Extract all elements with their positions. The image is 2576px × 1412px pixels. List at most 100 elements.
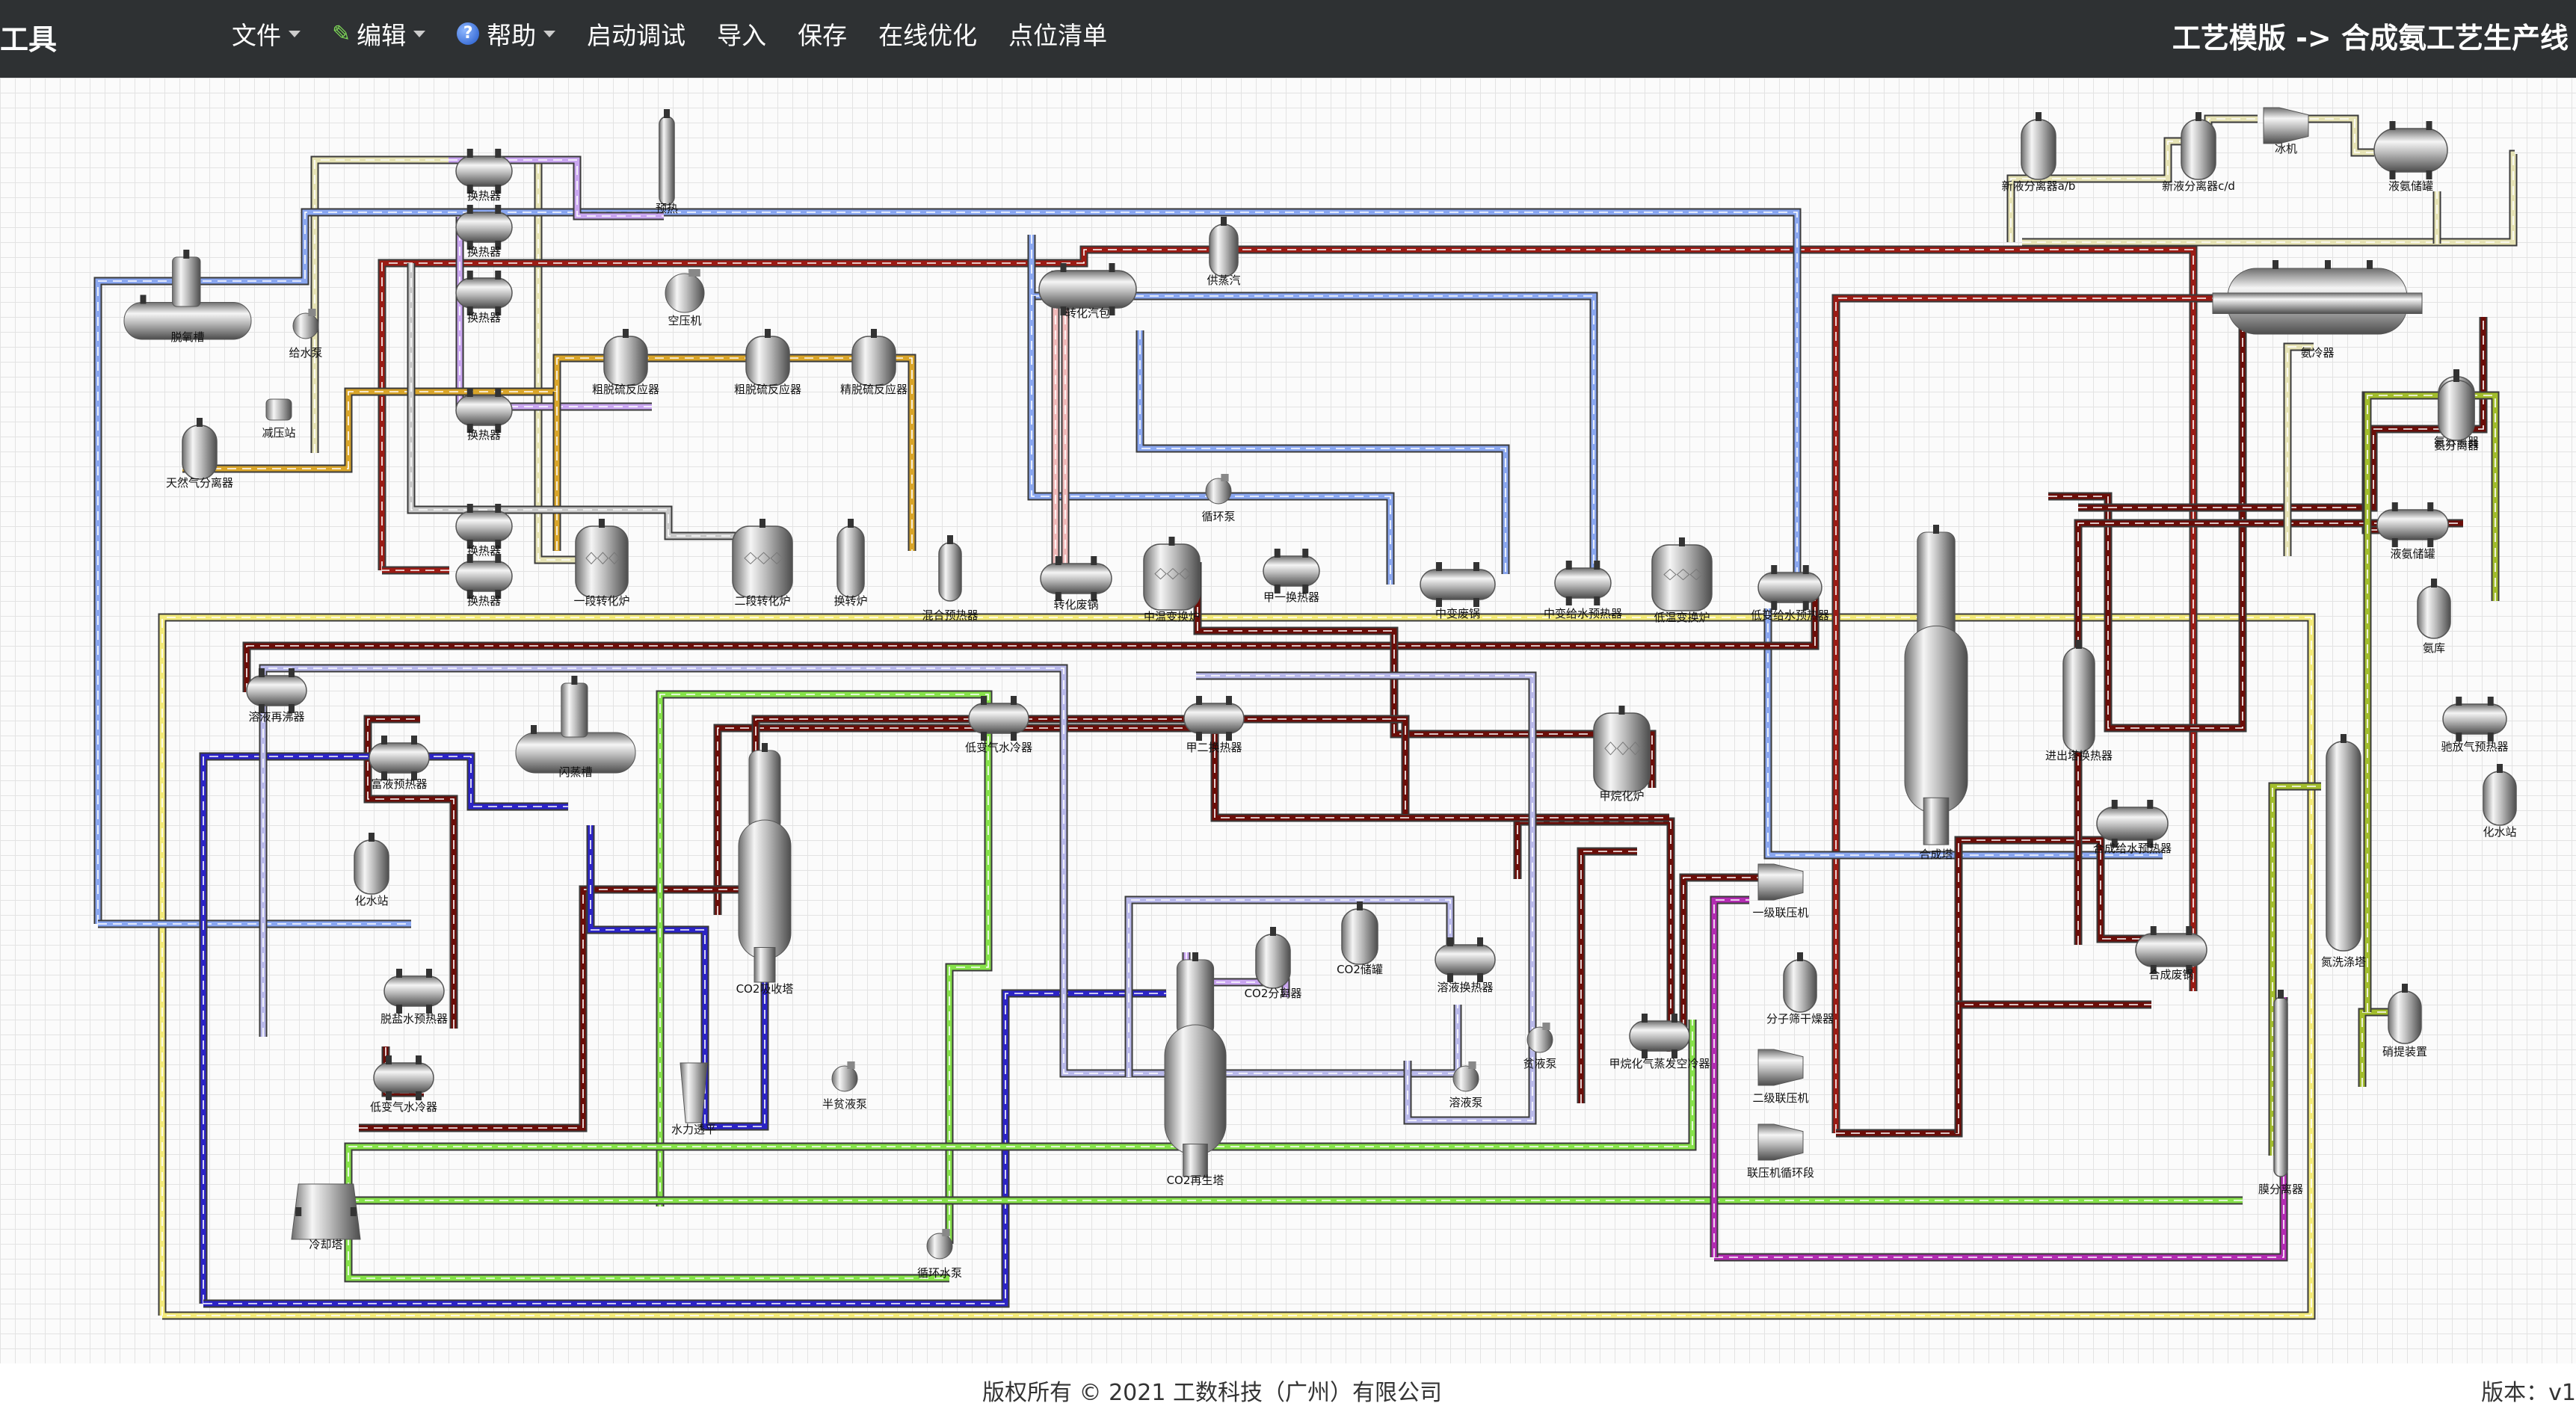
- equipment-htank[interactable]: 液氨储罐: [2373, 121, 2448, 193]
- menu-save[interactable]: 保存: [798, 21, 848, 50]
- equipment-hx[interactable]: 甲烷化气蒸发空冷器: [1609, 1014, 1710, 1070]
- equipment-hx[interactable]: 液氨储罐: [2376, 502, 2449, 561]
- equipment-needle[interactable]: 膜分离器: [2258, 990, 2303, 1196]
- equipment-label: 供蒸汽: [1207, 274, 1240, 287]
- menu-file-label: 文件: [232, 21, 281, 50]
- equipment-vtank[interactable]: 氨分离器: [2434, 373, 2479, 452]
- help-icon: ?: [457, 22, 480, 45]
- equipment-hx[interactable]: 换热器: [455, 271, 513, 324]
- equipment-pump[interactable]: 循环泵: [1201, 474, 1236, 523]
- equipment-hx[interactable]: 转化废锅: [1040, 556, 1112, 611]
- equipment-comp[interactable]: 空压机: [665, 269, 705, 327]
- equipment-compr[interactable]: 冰机: [2263, 107, 2309, 155]
- equipment-pump[interactable]: 循环水泵: [917, 1229, 962, 1280]
- pipe-line[interactable]: [345, 1206, 949, 1281]
- equipment-hx[interactable]: 低变气水冷器: [965, 696, 1032, 754]
- equipment-pump[interactable]: 溶液泵: [1449, 1061, 1483, 1109]
- equipment-cat[interactable]: 二段转化炉: [732, 519, 793, 608]
- equipment-bigdrum[interactable]: 氨冷器: [2212, 260, 2423, 360]
- equipment-pump[interactable]: 贫液泵: [1523, 1023, 1557, 1070]
- equipment-compr[interactable]: 二级联压机: [1752, 1049, 1809, 1105]
- pump-body: [831, 1065, 858, 1092]
- equipment-small[interactable]: 减压站: [262, 398, 296, 440]
- equipment-hx[interactable]: 中变给水预热器: [1544, 561, 1622, 620]
- equipment-hx[interactable]: 甲一换热器: [1263, 549, 1320, 604]
- pipe-line[interactable]: [2078, 317, 2486, 511]
- pipe-line[interactable]: [1515, 818, 1674, 1052]
- equipment-hx[interactable]: 低变给水预热器: [1751, 565, 1829, 622]
- nozzle: [466, 205, 473, 214]
- equipment-cat[interactable]: 甲烷化炉: [1593, 706, 1651, 803]
- equipment-vtank[interactable]: 供蒸汽: [1207, 217, 1241, 287]
- equipment-drum[interactable]: 脱氧槽: [123, 250, 252, 344]
- pipe-line[interactable]: [345, 1020, 1695, 1206]
- equipment-compr[interactable]: 一级联压机: [1752, 863, 1809, 919]
- equipment-vtank[interactable]: CO2分离器: [1245, 927, 1302, 1000]
- equipment-col2[interactable]: 换转炉: [833, 519, 868, 608]
- flow-diagram[interactable]: 换热器换热器换热器换热器换热器换热器预热脱氧槽给水泵减压站天然气分离器空压机粗脱…: [0, 78, 2576, 1363]
- equipment-hx[interactable]: 换热器: [455, 149, 513, 203]
- process-canvas[interactable]: 换热器换热器换热器换热器换热器换热器预热脱氧槽给水泵减压站天然气分离器空压机粗脱…: [0, 78, 2576, 1363]
- equipment-vtank[interactable]: 化水站: [354, 833, 389, 907]
- equipment-htank[interactable]: 转化汽包: [1038, 263, 1137, 320]
- pipe-line[interactable]: [753, 716, 1408, 855]
- nozzle: [1192, 952, 1198, 961]
- equipment-hx[interactable]: 中变废锅: [1420, 562, 1496, 620]
- equipment-vtank[interactable]: 新液分离器c/d: [2162, 112, 2235, 193]
- equipment-vtank[interactable]: 化水站: [2483, 764, 2517, 839]
- pipe-line[interactable]: [657, 691, 991, 1244]
- equipment-compr[interactable]: 联压机循环段: [1747, 1123, 1814, 1180]
- equipment-vtank[interactable]: 粗脱硫反应器: [592, 329, 659, 396]
- pipe-line[interactable]: [1956, 1002, 2151, 1133]
- menu-start-debug[interactable]: 启动调试: [587, 21, 686, 50]
- equipment-vtank[interactable]: 精脱硫反应器: [840, 329, 908, 396]
- equipment-col2[interactable]: 氮洗涤塔: [2321, 734, 2366, 969]
- equipment-hx[interactable]: 低变气水冷器: [370, 1055, 437, 1114]
- equipment-vtank[interactable]: 硝提装置: [2382, 984, 2427, 1058]
- equipment-vtank[interactable]: 分子筛干燥器: [1766, 952, 1834, 1026]
- equipment-pump[interactable]: 给水泵: [289, 309, 323, 360]
- equipment-hx[interactable]: 换热器: [455, 388, 513, 442]
- equipment-pump[interactable]: 半贫液泵: [822, 1061, 867, 1111]
- pipe-line[interactable]: [1029, 296, 1393, 585]
- equipment-vtank[interactable]: 粗脱硫反应器: [734, 329, 801, 396]
- equipment-hx[interactable]: 合成给水预热器: [2093, 800, 2172, 855]
- equipment-abs[interactable]: CO2吸收塔: [736, 743, 794, 996]
- equipment-tower[interactable]: 冷却塔: [291, 1183, 361, 1251]
- equipment-cone[interactable]: 水力透平: [671, 1062, 716, 1136]
- equipment-vtank[interactable]: 新液分离器a/b: [2002, 112, 2076, 193]
- equipment-cat[interactable]: 一段转化炉: [573, 519, 630, 608]
- menu-help[interactable]: ?帮助: [457, 16, 556, 52]
- equipment-hx[interactable]: 换热器: [455, 554, 513, 608]
- vessel-body: [575, 525, 629, 598]
- pipe-line[interactable]: [200, 753, 568, 1304]
- equipment-vtank[interactable]: 天然气分离器: [166, 418, 233, 490]
- equipment-hx[interactable]: 溶液换热器: [1435, 937, 1496, 994]
- equipment-hx[interactable]: 换热器: [455, 504, 513, 558]
- menu-edit[interactable]: ✎编辑: [332, 16, 426, 52]
- equipment-col2[interactable]: 混合预热器: [922, 535, 979, 622]
- equipment-vtank[interactable]: 氨库: [2417, 579, 2451, 655]
- equipment-drum[interactable]: 闪蒸槽: [515, 676, 636, 779]
- menu-file[interactable]: 文件: [232, 16, 301, 52]
- pipe-line[interactable]: [1714, 997, 2287, 1260]
- equipment-hx[interactable]: 脱盐水预热器: [380, 969, 448, 1026]
- menu-import[interactable]: 导入: [717, 21, 767, 50]
- equipment-hx[interactable]: 甲二换热器: [1183, 696, 1245, 754]
- equipment-col2[interactable]: 进出塔换热器: [2045, 640, 2113, 762]
- equipment-cat[interactable]: 中温变换炉: [1143, 537, 1201, 623]
- equipment-col[interactable]: 预热: [656, 109, 678, 215]
- equipment-hx[interactable]: 驰放气预热器: [2441, 697, 2509, 753]
- pipe-line[interactable]: [182, 355, 915, 551]
- pipe-line[interactable]: [1836, 837, 2165, 1136]
- equipment-abs[interactable]: CO2再生塔: [1164, 952, 1227, 1187]
- equipment-hx[interactable]: 合成废锅: [2135, 926, 2207, 981]
- equipment-vtank[interactable]: CO2储罐: [1337, 901, 1383, 976]
- equipment-hx[interactable]: 换热器: [455, 205, 513, 259]
- equipment-hx[interactable]: 溶液再沸器: [246, 668, 307, 724]
- equipment-abs[interactable]: 合成塔: [1904, 525, 1968, 861]
- equipment-hx[interactable]: 富液预热器: [369, 736, 430, 791]
- menu-online-optimize[interactable]: 在线优化: [878, 21, 978, 50]
- menu-point-list[interactable]: 点位清单: [1008, 21, 1108, 50]
- equipment-cat[interactable]: 低温变换炉: [1651, 537, 1713, 624]
